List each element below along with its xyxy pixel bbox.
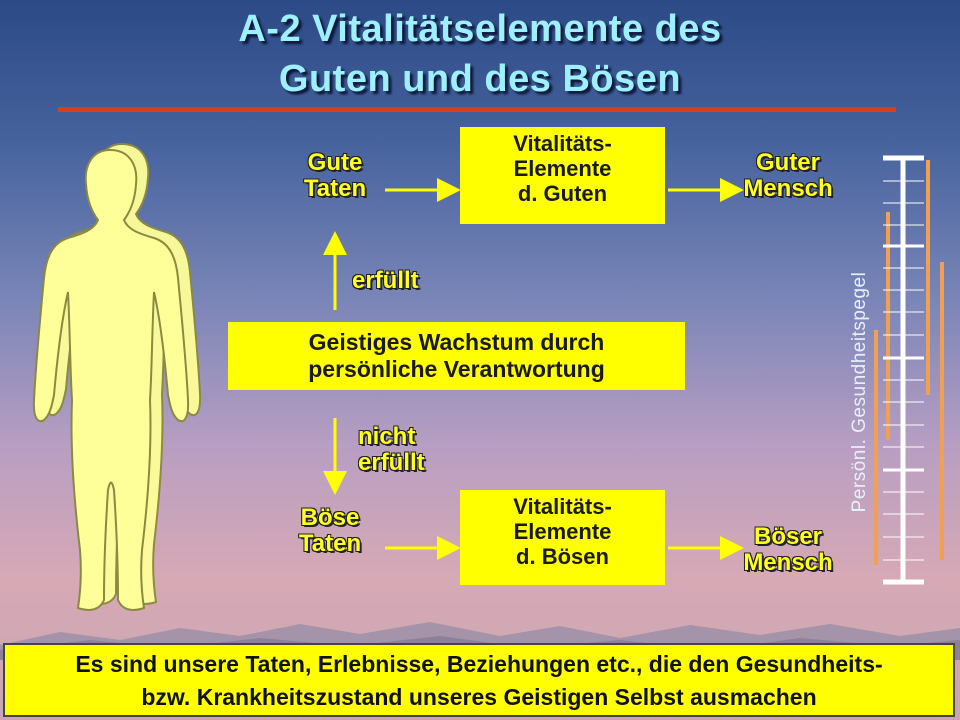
footer-statement: Es sind unsere Taten, Erlebnisse, Bezieh… bbox=[3, 643, 955, 717]
title-underline bbox=[58, 107, 896, 112]
gauge-scale bbox=[883, 155, 924, 585]
slide-title-line2: Guten und des Bösen bbox=[278, 58, 682, 100]
human-figure-body bbox=[32, 148, 190, 611]
label-erfuellt: erfüllt bbox=[352, 267, 419, 294]
slide-title-line1: A-2 Vitalitätselemente des bbox=[238, 8, 722, 50]
gauge-orange-bars bbox=[874, 160, 944, 565]
